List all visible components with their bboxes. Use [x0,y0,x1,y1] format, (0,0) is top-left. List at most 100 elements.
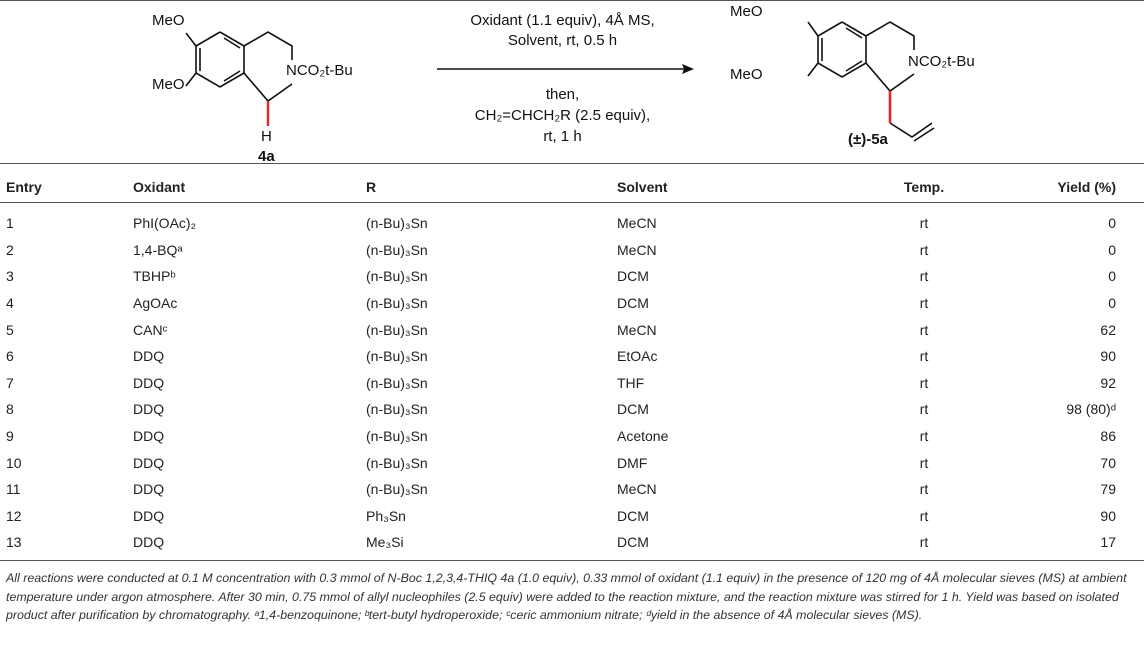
cell-solvent: DMF [617,454,648,471]
cell-temperature: rt [919,481,929,498]
cell-entry: 2 [6,241,14,258]
cell-solvent: DCM [617,268,649,285]
cell-temperature: rt [919,295,929,312]
cell-yield: 0 [1108,241,1116,258]
cell-r-group: Me₃Si [366,534,404,551]
cell-yield: 86 [1100,428,1116,445]
product-compound-label: (±)-5a [848,131,888,148]
cell-oxidant: DDQ [133,401,165,418]
cell-solvent: MeCN [617,241,657,258]
reactant-meo-bottom: MeO [152,76,185,93]
scheme-table-rule [0,163,1144,164]
product-n-group: NCO₂t-Bu [908,53,975,70]
table-footnote: All reactions were conducted at 0.1 M co… [6,571,1127,622]
cell-oxidant: DDQ [133,481,165,498]
cell-temperature: rt [919,401,929,418]
cell-oxidant: DDQ [133,428,165,445]
table-bottom-rule [0,560,1144,561]
reactant-meo-top: MeO [152,12,185,29]
cell-temperature: rt [919,241,929,258]
cell-r-group: (n-Bu)₃Sn [366,215,428,232]
cell-r-group: (n-Bu)₃Sn [366,374,428,391]
cell-entry: 11 [6,481,21,498]
cell-solvent: MeCN [617,481,657,498]
cell-oxidant: CANᶜ [133,321,168,338]
cell-temperature: rt [919,374,929,391]
results-table: Entry Oxidant R Solvent Temp. Yield (%) … [0,172,1144,556]
cell-yield: 79 [1100,481,1116,498]
cell-solvent: MeCN [617,321,657,338]
cell-oxidant: DDQ [133,507,165,524]
product-meo-top: MeO [730,3,763,20]
table-row: 11 DDQ (n-Bu)₃Sn MeCN rt 79 [0,476,1144,503]
cell-oxidant: 1,4-BQᵃ [133,241,183,258]
cell-solvent: Acetone [617,428,669,445]
cell-solvent: MeCN [617,215,657,232]
condition-line-3: then, [545,86,580,103]
table-row: 5 CANᶜ (n-Bu)₃Sn MeCN rt 62 [0,316,1144,343]
top-rule [0,0,1144,1]
cell-entry: 4 [6,295,14,312]
cell-entry: 1 [6,215,14,232]
cell-entry: 8 [6,401,14,418]
cell-temperature: rt [919,534,929,551]
cell-entry: 10 [6,454,22,471]
cell-oxidant: PhI(OAc)₂ [133,215,196,232]
cell-temperature: rt [919,321,929,338]
cell-yield: 62 [1100,321,1116,338]
cell-solvent: DCM [617,295,649,312]
cell-solvent: DCM [617,401,649,418]
table-header-row: Entry Oxidant R Solvent Temp. Yield (%) [0,172,1144,202]
cell-yield: 0 [1108,295,1116,312]
reactant-compound-label: 4a [258,148,275,165]
cell-entry: 3 [6,268,14,285]
reactant-h-label: H [261,128,272,145]
cell-oxidant: DDQ [133,534,165,551]
cell-r-group: (n-Bu)₃Sn [366,401,428,418]
cell-r-group: (n-Bu)₃Sn [366,481,428,498]
cell-entry: 12 [6,507,22,524]
cell-entry: 5 [6,321,14,338]
cell-temperature: rt [919,215,929,232]
cell-temperature: rt [919,348,929,365]
header-yield: Yield (%) [1057,179,1116,195]
cell-yield: 90 [1100,348,1116,365]
scheme-structures [185,21,935,142]
product-meo-bottom: MeO [730,66,763,83]
cell-yield: 70 [1100,454,1116,471]
cell-r-group: (n-Bu)₃Sn [366,268,428,285]
cell-solvent: THF [617,374,645,391]
cell-temperature: rt [919,428,929,445]
cell-yield: 90 [1100,507,1116,524]
cell-r-group: (n-Bu)₃Sn [366,348,428,365]
cell-r-group: (n-Bu)₃Sn [366,321,428,338]
cell-entry: 6 [6,348,14,365]
table-row: 9 DDQ (n-Bu)₃Sn Acetone rt 86 [0,423,1144,450]
product-structure [807,21,935,142]
header-solvent: Solvent [617,179,668,195]
reactant-structure [185,31,293,103]
cell-oxidant: DDQ [133,374,165,391]
cell-entry: 9 [6,428,14,445]
table-row: 12 DDQ Ph₃Sn DCM rt 90 [0,503,1144,530]
arrow-head [682,64,694,74]
cell-solvent: DCM [617,534,649,551]
reaction-scheme: MeO MeO NCO₂t-Bu H 4a Oxidant (1.1 equiv… [0,0,1144,165]
cell-solvent: DCM [617,507,649,524]
cell-r-group: Ph₃Sn [366,507,406,524]
cell-solvent: EtOAc [617,348,658,365]
cell-temperature: rt [919,507,929,524]
condition-line-2: Solvent, rt, 0.5 h [507,32,618,49]
cell-r-group: (n-Bu)₃Sn [366,428,428,445]
cell-oxidant: AgOAc [133,295,178,312]
cell-oxidant: DDQ [133,348,165,365]
cell-r-group: (n-Bu)₃Sn [366,454,428,471]
cell-r-group: (n-Bu)₃Sn [366,241,428,258]
